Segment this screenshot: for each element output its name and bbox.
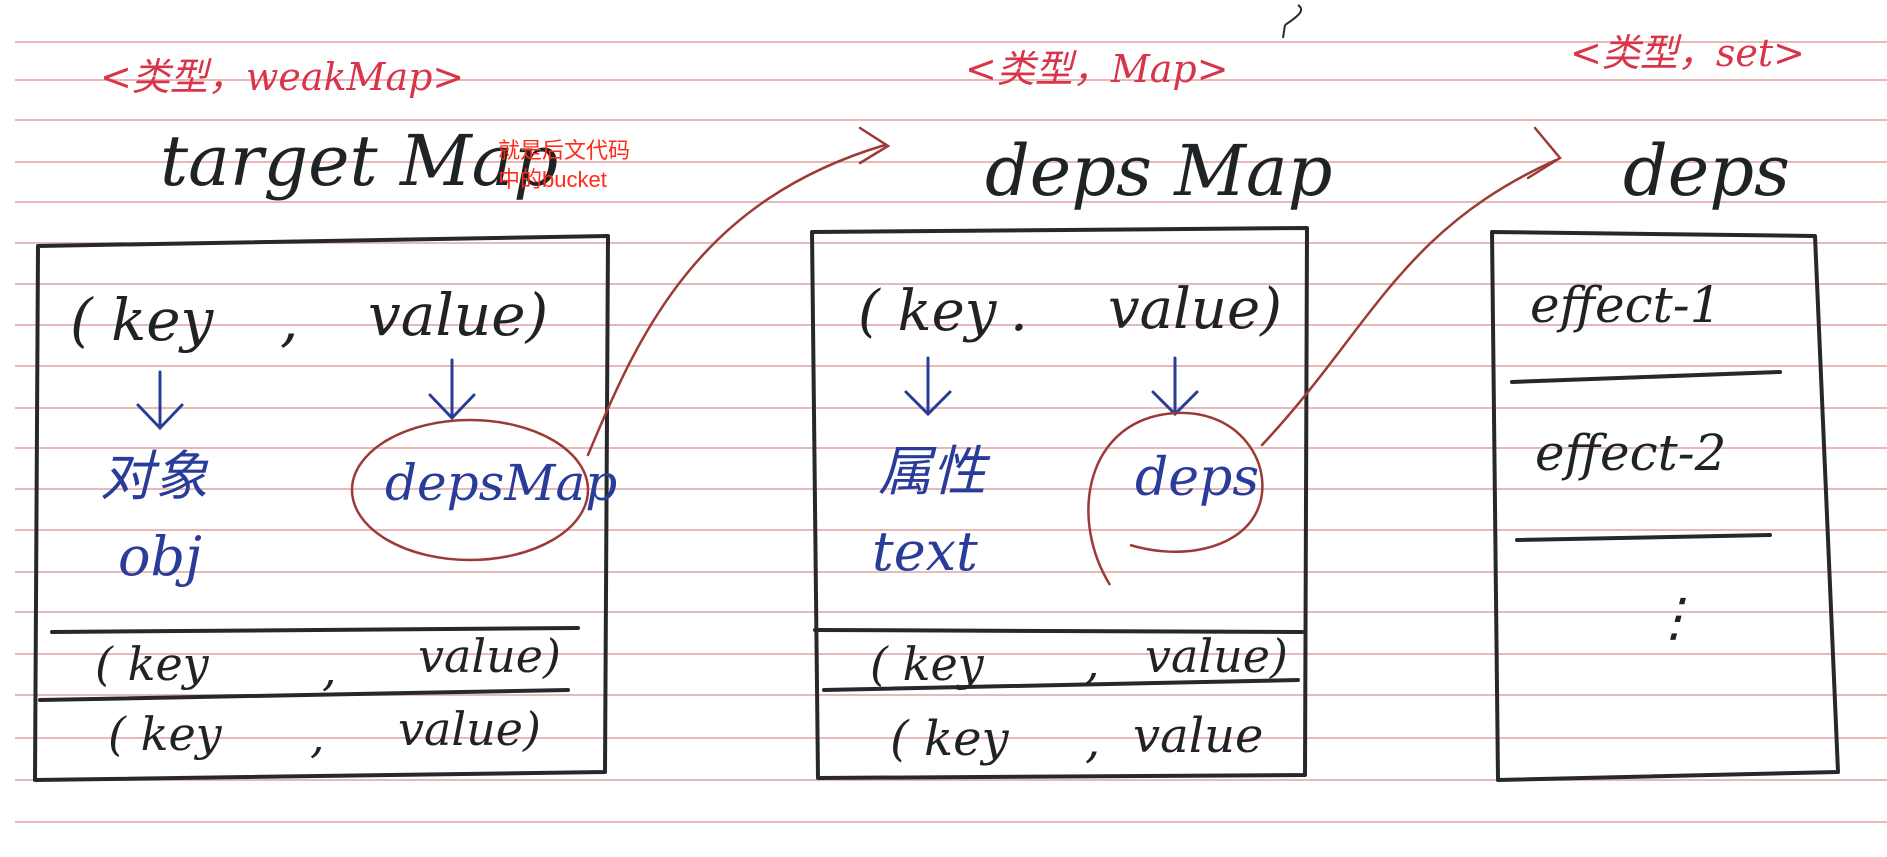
target-map-value-desc: depsMap (385, 454, 617, 512)
target-map-header-key: ( key (70, 286, 215, 354)
deps-map-row-1-comma: , (1085, 635, 1100, 689)
deps-map-key-desc-1: 属性 (878, 440, 991, 503)
highlight-circle (350, 418, 590, 562)
type-label-target-map: <类型，weakMap> (100, 55, 464, 99)
type-label-deps: <类型，set> (1570, 31, 1805, 75)
deps-set-box: effect-1 effect-2 ⋮ (1490, 230, 1840, 782)
arrow-down-icon (428, 358, 476, 421)
link-arrow-target-to-deps-map (586, 143, 887, 457)
arrow-down-icon (1151, 356, 1199, 417)
target-map-key-desc-1: 对象 (100, 445, 209, 508)
target-map-key-desc-2: obj (118, 525, 202, 588)
pen-mark (1282, 4, 1303, 39)
deps-map-header-comma: . (1010, 279, 1028, 344)
link-arrow-deps-map-to-deps (1260, 158, 1558, 447)
deps-map-row-2-comma: , (1085, 713, 1100, 769)
deps-item-1: effect-1 (1530, 276, 1721, 334)
deps-map-header-key: ( key (858, 279, 998, 344)
deps-map-row-2-key: ( key (890, 711, 1009, 767)
title-deps: deps (1623, 130, 1790, 212)
arrow-down-icon (136, 370, 184, 431)
deps-map-value-desc: deps (1135, 448, 1259, 508)
deps-map-row-1-value: value) (1145, 629, 1288, 683)
target-map-row-2-key: ( key (108, 707, 223, 761)
type-label-deps-map: <类型，Map> (965, 47, 1229, 91)
target-map-row-2-value: value) (398, 702, 541, 756)
deps-map-header-value: value) (1108, 277, 1282, 342)
target-map-row-2-comma: , (310, 709, 325, 763)
arrow-down-icon (904, 356, 952, 417)
target-map-header-comma: , (280, 286, 298, 354)
target-map-row-1-key: ( key (95, 637, 210, 691)
target-map-row-1-value: value) (418, 629, 561, 683)
deps-item-2: effect-2 (1535, 424, 1726, 482)
target-map-row-1-comma: , (322, 642, 337, 696)
target-map-header-value: value) (368, 281, 548, 349)
bucket-note: 就是后文代码 中的bucket (498, 138, 631, 192)
deps-map-row-1-key: ( key (870, 637, 985, 691)
deps-item-ellipsis: ⋮ (1648, 588, 1700, 648)
deps-map-row-2-value: value (1133, 708, 1263, 764)
deps-map-key-desc-2: text (872, 520, 978, 583)
arrow-head-icon (858, 126, 891, 165)
highlight-circle (1087, 411, 1264, 586)
title-target-map: target Map (160, 120, 558, 202)
title-deps-map: deps Map (985, 130, 1332, 212)
target-map-box: ( key , value) 对象 obj depsMap ( key , va… (33, 234, 617, 782)
deps-map-box: ( key . value) 属性 text deps ( key , valu… (810, 226, 1309, 780)
arrow-head-icon (1526, 126, 1562, 180)
